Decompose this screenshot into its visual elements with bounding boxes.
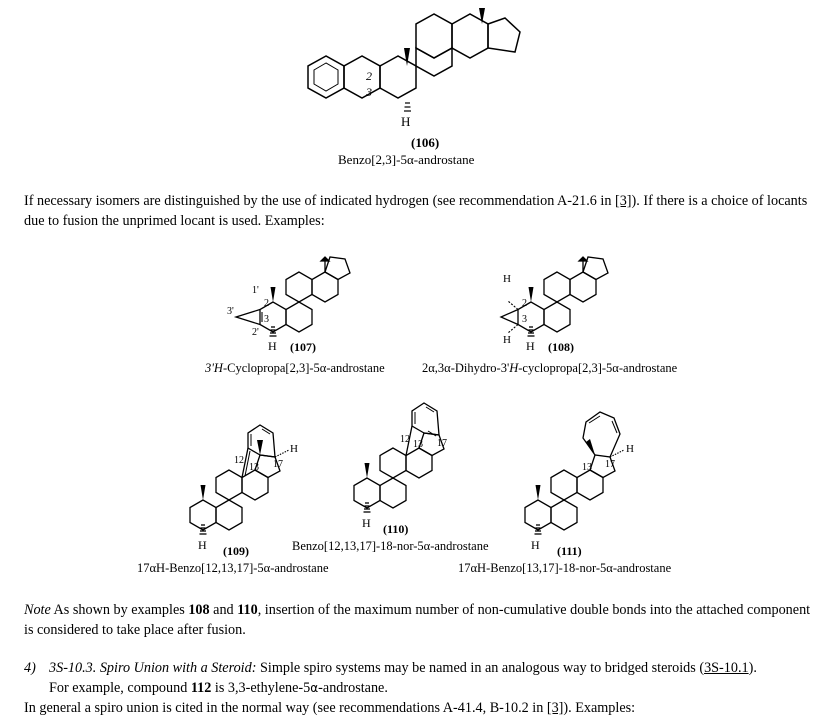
locant-2: 2 [366,69,372,83]
compound-number-106: (106) [411,135,439,150]
structure-107-labels: 1' 2 3' 3 2' H (107) 3'H-Cyclopropa[2,3]… [204,285,385,375]
paragraph-spiro-general: In general a spiro union is cited in the… [24,700,636,716]
locant-13: 13 [413,439,423,450]
compound-name-110: Benzo[12,13,17]-18-nor-5α-androstane [292,539,489,553]
note-paragraph: Note As shown by examples 108 and 110, i… [24,602,811,638]
locant-12: 12 [400,434,410,445]
section-heading: 3S-10.3. Spiro Union with a Steroid: [49,660,257,676]
reference-link[interactable]: [3] [614,193,632,209]
structure-109 [189,424,290,535]
structure-108-labels: H 2 3 H H (108) 2α,3α-Dihydro-3'H-cyclop… [422,273,678,375]
section-link[interactable]: 3S-10.1 [704,660,749,676]
structure-106 [307,8,521,112]
compound-name-108: 2α,3α-Dihydro-3'H-cyclopropa[2,3]-5α-and… [422,361,678,375]
structure-108 [499,256,609,337]
locant-13: 13 [582,462,592,473]
hydrogen-left: H [503,334,511,346]
compound-name-111: 17αH-Benzo[13,17]-18-nor-5α-androstane [458,561,672,575]
item-4-number: 4) [24,660,36,676]
reference-link[interactable]: [3] [546,700,564,716]
hydrogen-right: H [626,443,634,455]
hydrogen-label: H [401,114,410,129]
structure-110 [353,402,445,513]
hydrogen-label: H [526,339,535,353]
locant-17: 17 [437,438,447,449]
locant-3: 3 [522,314,527,325]
locant-12: 12 [234,455,244,466]
note-label: Note [24,602,51,618]
locant-1p: 1' [252,285,259,296]
hydrogen-label: H [198,538,207,552]
hydrogen-label: H [531,538,540,552]
locant-3: 3 [264,314,269,325]
item-4-spiro-union: 3S-10.3. Spiro Union with a Steroid: Sim… [49,660,757,696]
compound-name-107: 3'H-Cyclopropa[2,3]-5α-androstane [204,361,385,375]
locant-17: 17 [605,459,615,470]
compound-name-109: 17αH-Benzo[12,13,17]-5α-androstane [137,561,329,575]
paragraph-indicated-hydrogen: If necessary isomers are distinguished b… [24,193,808,229]
hydrogen-right: H [290,443,298,455]
locant-13: 13 [249,462,259,473]
compound-number-111: (111) [557,544,582,558]
compound-number-107: (107) [290,340,316,354]
structure-111-labels: 13 17 H H (111) 17αH-Benzo[13,17]-18-nor… [458,443,672,575]
structure-111 [524,411,625,535]
locant-17: 17 [273,459,283,470]
structure-110-labels: 12 13 17 H (110) Benzo[12,13,17]-18-nor-… [292,434,489,553]
locant-2p: 2' [252,327,259,338]
hydrogen-label: H [268,339,277,353]
compound-number-108: (108) [548,340,574,354]
locant-2: 2 [264,298,269,309]
compound-number-110: (110) [383,522,408,536]
structure-109-labels: 12 13 17 H H (109) 17αH-Benzo[12,13,17]-… [137,443,329,575]
locant-3p: 3' [227,306,234,317]
compound-name-106: Benzo[2,3]-5α-androstane [338,152,475,167]
hydrogen-label: H [362,516,371,530]
structure-106-labels: 2 3 H (106) Benzo[2,3]-5α-androstane [338,69,475,167]
structure-107 [233,256,351,337]
hydrogen-top: H [503,273,511,285]
locant-3: 3 [365,85,372,99]
locant-2: 2 [522,298,527,309]
compound-number-109: (109) [223,544,249,558]
